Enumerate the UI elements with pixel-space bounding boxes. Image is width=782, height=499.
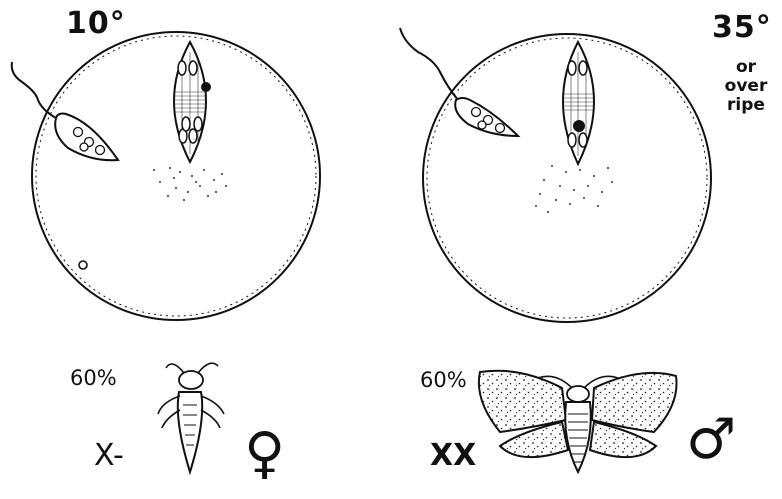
left-aster [153, 167, 227, 201]
right-percentage-label: 60% [420, 368, 467, 392]
left-percentage-label: 60% [70, 366, 117, 390]
condition-line-or: or [716, 58, 776, 77]
right-aster [535, 165, 613, 213]
left-sperm-cell [12, 62, 118, 160]
female-symbol: ♀ [244, 426, 285, 482]
left-temperature-label: 10° [66, 6, 126, 41]
male-symbol: ♂ [686, 412, 736, 468]
left-chromosome-label: X- [94, 438, 124, 473]
right-spindle [562, 42, 594, 164]
condition-line-over: over [716, 77, 776, 96]
right-chromosome-label: XX [430, 438, 476, 473]
right-condition-label: or over ripe [716, 58, 776, 115]
left-small-vesicle [79, 261, 87, 269]
wingless-female-insect-icon [158, 363, 224, 472]
winged-male-moth-icon [479, 371, 677, 472]
condition-line-ripe: ripe [716, 96, 776, 115]
left-spindle [173, 42, 211, 162]
right-temperature-label: 35° [712, 10, 772, 45]
